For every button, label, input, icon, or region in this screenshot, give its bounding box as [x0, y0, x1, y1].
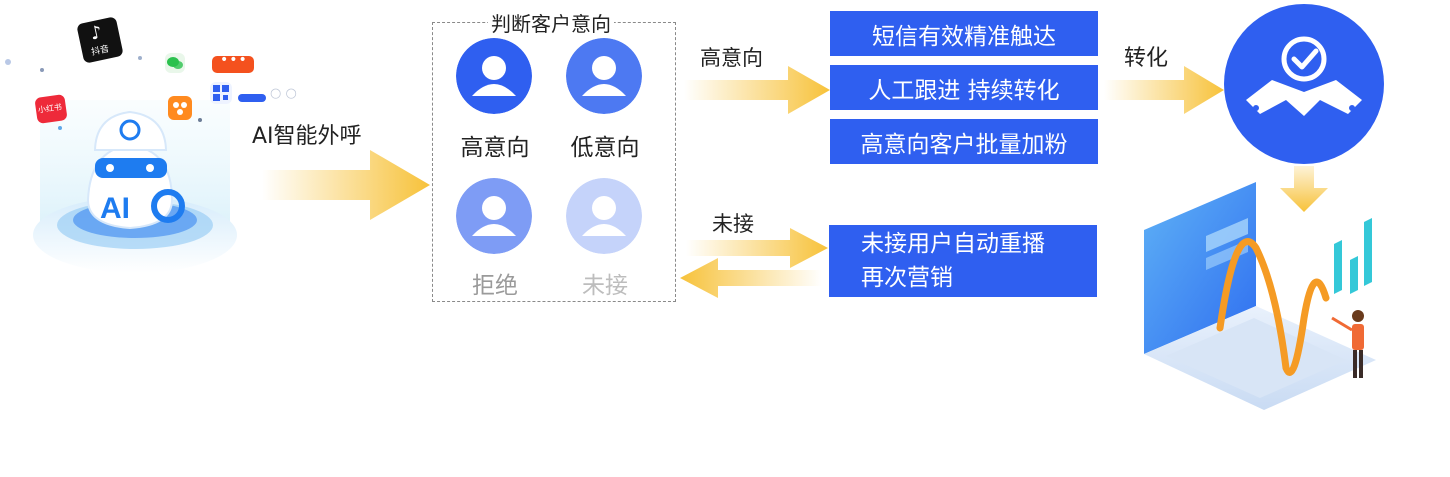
dots-icon: ••• [220, 52, 248, 68]
pill-icon [238, 94, 266, 102]
intent-group-title: 判断客户意向 [488, 8, 614, 37]
ai-call-arrow [262, 150, 430, 224]
intent-low-avatar [566, 38, 642, 114]
ai-robot-illustration: AI [0, 20, 260, 300]
intent-high-label: 高意向 [460, 135, 530, 161]
small-dots-icon: ○ ○ [270, 86, 297, 101]
intent-reject-label: 拒绝 [472, 273, 518, 299]
action-redial-box: 未接用户自动重播 再次营销 [829, 225, 1097, 297]
down-arrow [1280, 166, 1328, 216]
action-redial-line2: 再次营销 [861, 265, 953, 291]
chat-dots-app-icon: ••• [212, 52, 254, 73]
action-manual-label: 人工跟进 持续转化 [868, 77, 1060, 104]
robot-ai-text: AI [100, 192, 130, 225]
qrcode-app-icon [210, 82, 232, 104]
intent-unanswered-avatar [566, 178, 642, 254]
high-intent-flow-label: 高意向 [700, 46, 763, 70]
action-add-fans-label: 高意向客户批量加粉 [860, 131, 1068, 158]
check-icon [1291, 48, 1319, 70]
unanswered-forward-arrow [686, 228, 828, 272]
intent-reject-avatar [456, 178, 532, 254]
xiaohongshu-app-icon: 小红书 [34, 94, 68, 124]
laptop-growth-illustration [1136, 178, 1396, 418]
action-sms-box: 短信有效精准触达 [830, 11, 1098, 56]
unanswered-back-arrow [680, 258, 822, 302]
wechat-app-icon [165, 53, 185, 73]
convert-flow-label: 转化 [1124, 46, 1169, 71]
unanswered-flow-label: 未接 [712, 212, 754, 236]
music-note-icon: ♪ [88, 21, 105, 45]
intent-low-label: 低意向 [570, 135, 640, 161]
action-manual-box: 人工跟进 持续转化 [830, 65, 1098, 110]
orange-app-icon [168, 96, 192, 120]
action-redial-line1: 未接用户自动重播 [861, 231, 1045, 257]
ai-call-label: AI智能外呼 [252, 124, 362, 149]
intent-high-avatar [456, 38, 532, 114]
handshake-icon [1246, 80, 1362, 116]
handshake-deal-badge [1224, 4, 1384, 164]
xiaohongshu-app-label: 小红书 [37, 102, 63, 115]
intent-unanswered-label: 未接 [582, 273, 628, 299]
convert-arrow [1104, 66, 1224, 118]
tiktok-app-label: 抖音 [90, 44, 111, 58]
action-add-fans-box: 高意向客户批量加粉 [830, 119, 1098, 164]
action-sms-label: 短信有效精准触达 [872, 23, 1056, 50]
high-intent-arrow [684, 66, 830, 118]
tiktok-app-icon: ♪ 抖音 [76, 16, 124, 64]
